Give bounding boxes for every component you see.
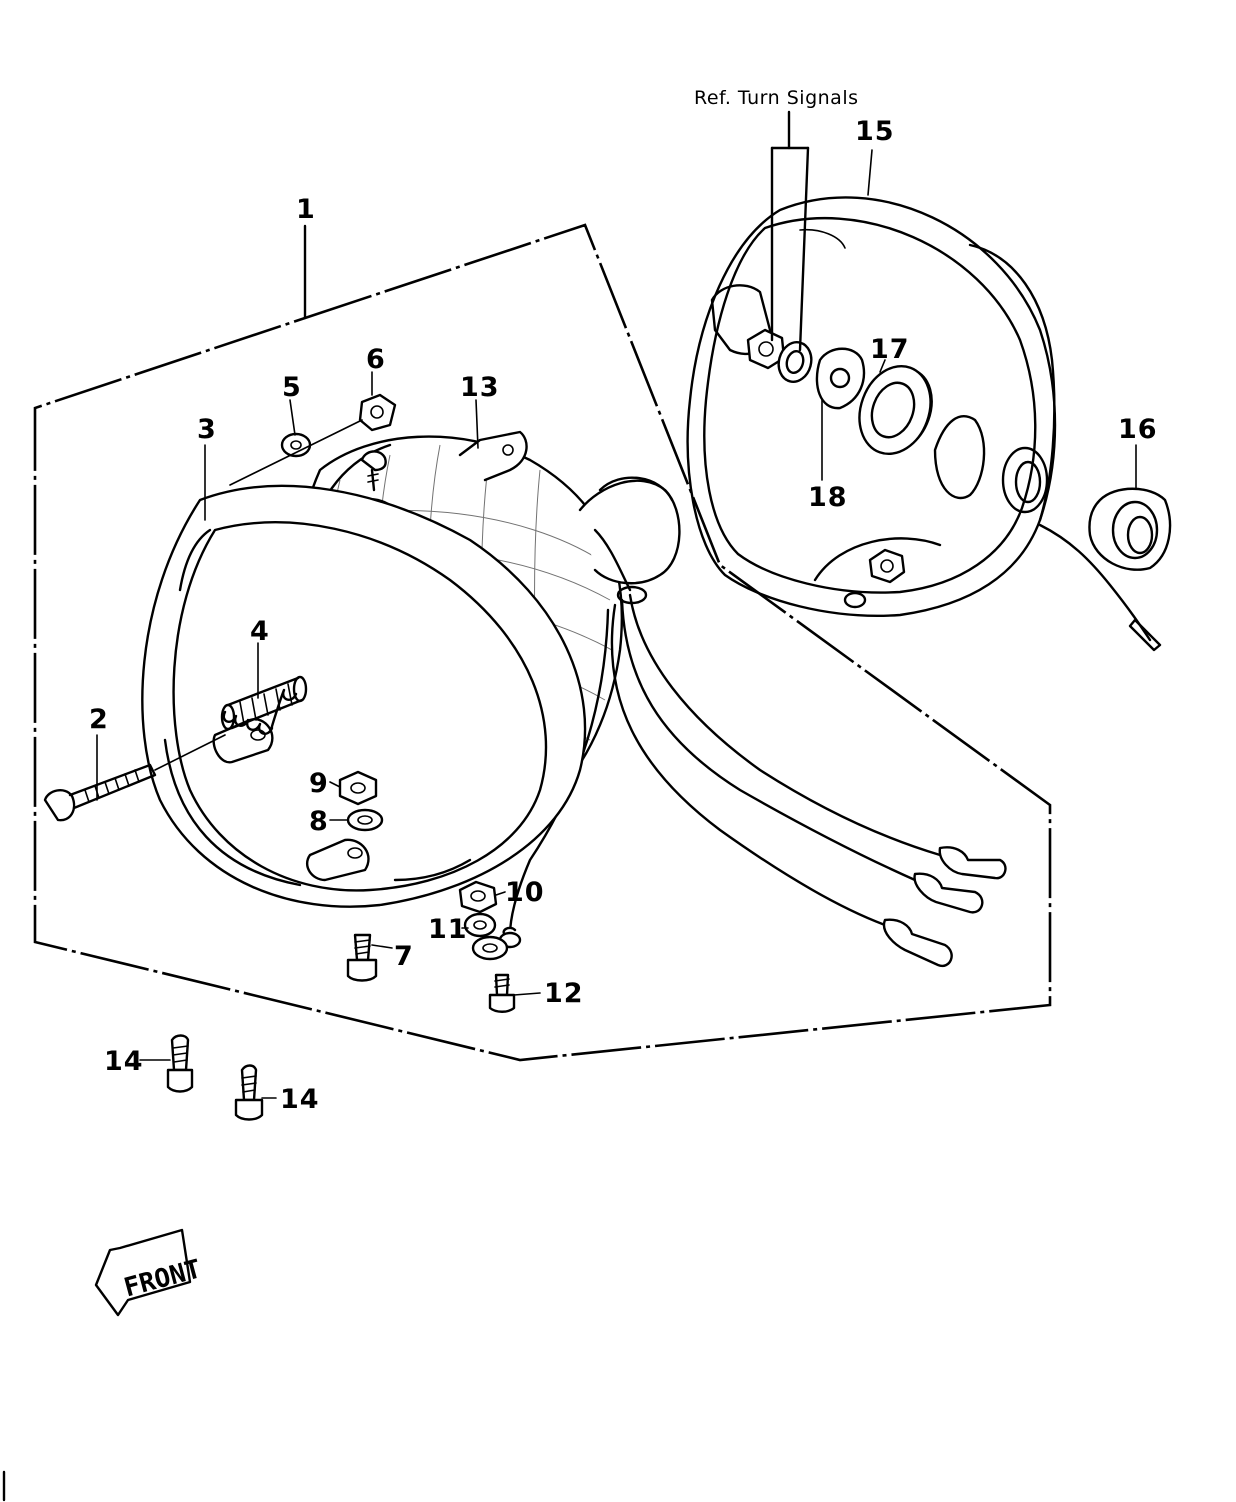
assembly-boundary-line: [33, 223, 1052, 1062]
washer-ring: [471, 935, 509, 961]
callout-label-17: 17: [870, 334, 910, 365]
screw-7: [346, 933, 378, 982]
washer-8: [346, 808, 384, 832]
callout-label-4: 4: [250, 616, 270, 647]
callout-label-10: 10: [505, 877, 545, 908]
callout-label-8: 8: [309, 806, 329, 837]
callout-label-3: 3: [197, 414, 217, 445]
callout-label-18: 18: [808, 482, 848, 513]
nut-10: [458, 880, 498, 914]
callout-label-15: 15: [855, 116, 895, 147]
callout-label-7: 7: [394, 941, 414, 972]
callout-label-12: 12: [544, 978, 584, 1009]
callout-label-2: 2: [89, 704, 109, 735]
callout-label-13: 13: [460, 372, 500, 403]
mounting-bolt-14b: [234, 1064, 264, 1121]
callout-label-11: 11: [428, 914, 468, 945]
callout-label-5: 5: [282, 372, 302, 403]
callout-label-16: 16: [1118, 414, 1158, 445]
callout-label-9: 9: [309, 768, 329, 799]
callout-label-14b: 14: [280, 1084, 320, 1115]
square-nut-6: [358, 393, 397, 432]
front-direction-arrow: FRONT: [94, 1228, 204, 1317]
adjusting-screw-2: [43, 734, 226, 822]
mounting-bolt-14a: [166, 1034, 194, 1093]
callout-leaders: [96, 149, 1137, 1099]
callout-label-6: 6: [366, 344, 386, 375]
turn-signal-reference-bracket: [770, 110, 810, 352]
callout-label-1: 1: [296, 194, 316, 225]
turn-signals-reference-label: Ref. Turn Signals: [694, 87, 859, 109]
callout-label-14a: 14: [104, 1046, 144, 1077]
adjusting-spring-4: [220, 675, 308, 735]
lock-washer-11: [463, 912, 497, 938]
headlight-housing-shell: [686, 196, 1162, 652]
shell-hardware: [746, 328, 932, 456]
assembly-line-5-6: [229, 419, 363, 486]
grommet-16: [1088, 487, 1172, 571]
wiring-harness: [498, 585, 1007, 968]
screw-12: [488, 973, 516, 1013]
nut-9: [338, 770, 378, 806]
